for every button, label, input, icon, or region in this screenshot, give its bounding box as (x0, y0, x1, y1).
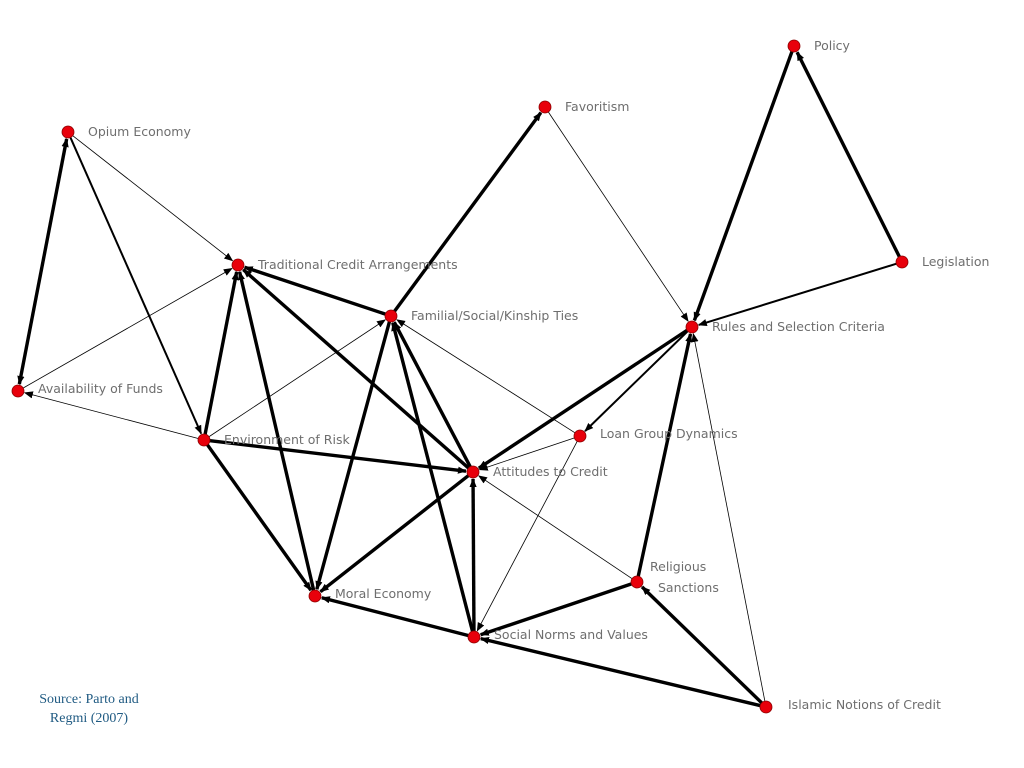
label-loangroup: Loan Group Dynamics (600, 426, 738, 441)
edge-risk-to-attitudes (208, 438, 467, 474)
label-policy: Policy (814, 38, 851, 53)
edge-religious-to-social (479, 581, 633, 637)
label-social: Social Norms and Values (494, 627, 648, 642)
edge-favoritism-to-rules (547, 110, 689, 322)
source-line-2: Regmi (2007) (49, 711, 129, 726)
node-risk (197, 433, 211, 447)
node-favoritism (538, 100, 552, 114)
node-opium (61, 125, 75, 139)
edge-risk-to-traditional (203, 270, 239, 436)
edge-policy-to-rules (692, 50, 794, 322)
edge-familial-to-favoritism (392, 111, 543, 313)
edge-opium-to-risk (69, 136, 203, 435)
edge-familial-to-moral (315, 320, 392, 591)
label-traditional: Traditional Credit Arrangements (257, 257, 458, 272)
node-moral (308, 589, 322, 603)
source-citation: Source: Parto and Regmi (2007) (18, 690, 160, 728)
edge-loangroup-to-attitudes (478, 437, 576, 471)
edge-familial-to-traditional (243, 265, 387, 317)
edge-risk-to-familial (207, 319, 386, 438)
label-legislation: Legislation (922, 254, 989, 269)
label-risk: Environment of Risk (224, 432, 350, 447)
edge-opium-to-funds (17, 137, 69, 386)
label-islamic: Islamic Notions of Credit (788, 697, 941, 712)
edge-legislation-to-policy (795, 51, 902, 259)
edge-risk-to-funds (23, 391, 200, 440)
edge-rules-to-attitudes (477, 328, 689, 470)
label-rules: Rules and Selection Criteria (712, 319, 885, 334)
edge-social-to-moral (320, 596, 470, 638)
label-attitudes: Attitudes to Credit (493, 464, 608, 479)
edge-social-to-familial (391, 321, 475, 633)
edge-islamic-to-religious (640, 585, 764, 705)
edges-layer (17, 50, 902, 708)
edge-religious-to-attitudes (478, 475, 634, 580)
label-favoritism: Favoritism (565, 99, 629, 114)
edge-social-to-attitudes (469, 478, 477, 633)
label-moral: Moral Economy (335, 586, 432, 601)
edge-moral-to-traditional (237, 270, 316, 592)
edge-rules-to-loangroup (584, 329, 690, 432)
node-legislation (895, 255, 909, 269)
edge-funds-to-traditional (22, 268, 233, 389)
label-religious-line-2: Sanctions (658, 580, 719, 595)
edge-opium-to-traditional (71, 134, 234, 262)
edge-loangroup-to-social (476, 440, 579, 632)
edge-islamic-to-social (479, 636, 762, 708)
label-familial: Familial/Social/Kinship Ties (411, 308, 578, 323)
edge-attitudes-to-traditional (242, 268, 471, 470)
node-attitudes (466, 465, 480, 479)
edge-risk-to-moral (205, 443, 313, 592)
nodes-layer (11, 39, 909, 714)
node-loangroup (573, 429, 587, 443)
node-familial (384, 309, 398, 323)
edge-legislation-to-rules (697, 262, 898, 326)
node-traditional (231, 258, 245, 272)
edge-islamic-to-rules (691, 332, 766, 703)
node-social (467, 630, 481, 644)
label-religious-line-1: Religious (650, 559, 706, 574)
edge-religious-to-rules (636, 332, 693, 578)
node-rules (685, 320, 699, 334)
node-islamic (759, 700, 773, 714)
node-policy (787, 39, 801, 53)
edge-attitudes-to-familial (392, 321, 473, 469)
node-religious (630, 575, 644, 589)
node-funds (11, 384, 25, 398)
source-line-1: Source: Parto and (39, 692, 139, 707)
edge-loangroup-to-familial (396, 319, 576, 434)
label-opium: Opium Economy (88, 124, 191, 139)
edge-attitudes-to-moral (319, 473, 471, 594)
label-funds: Availability of Funds (38, 381, 163, 396)
